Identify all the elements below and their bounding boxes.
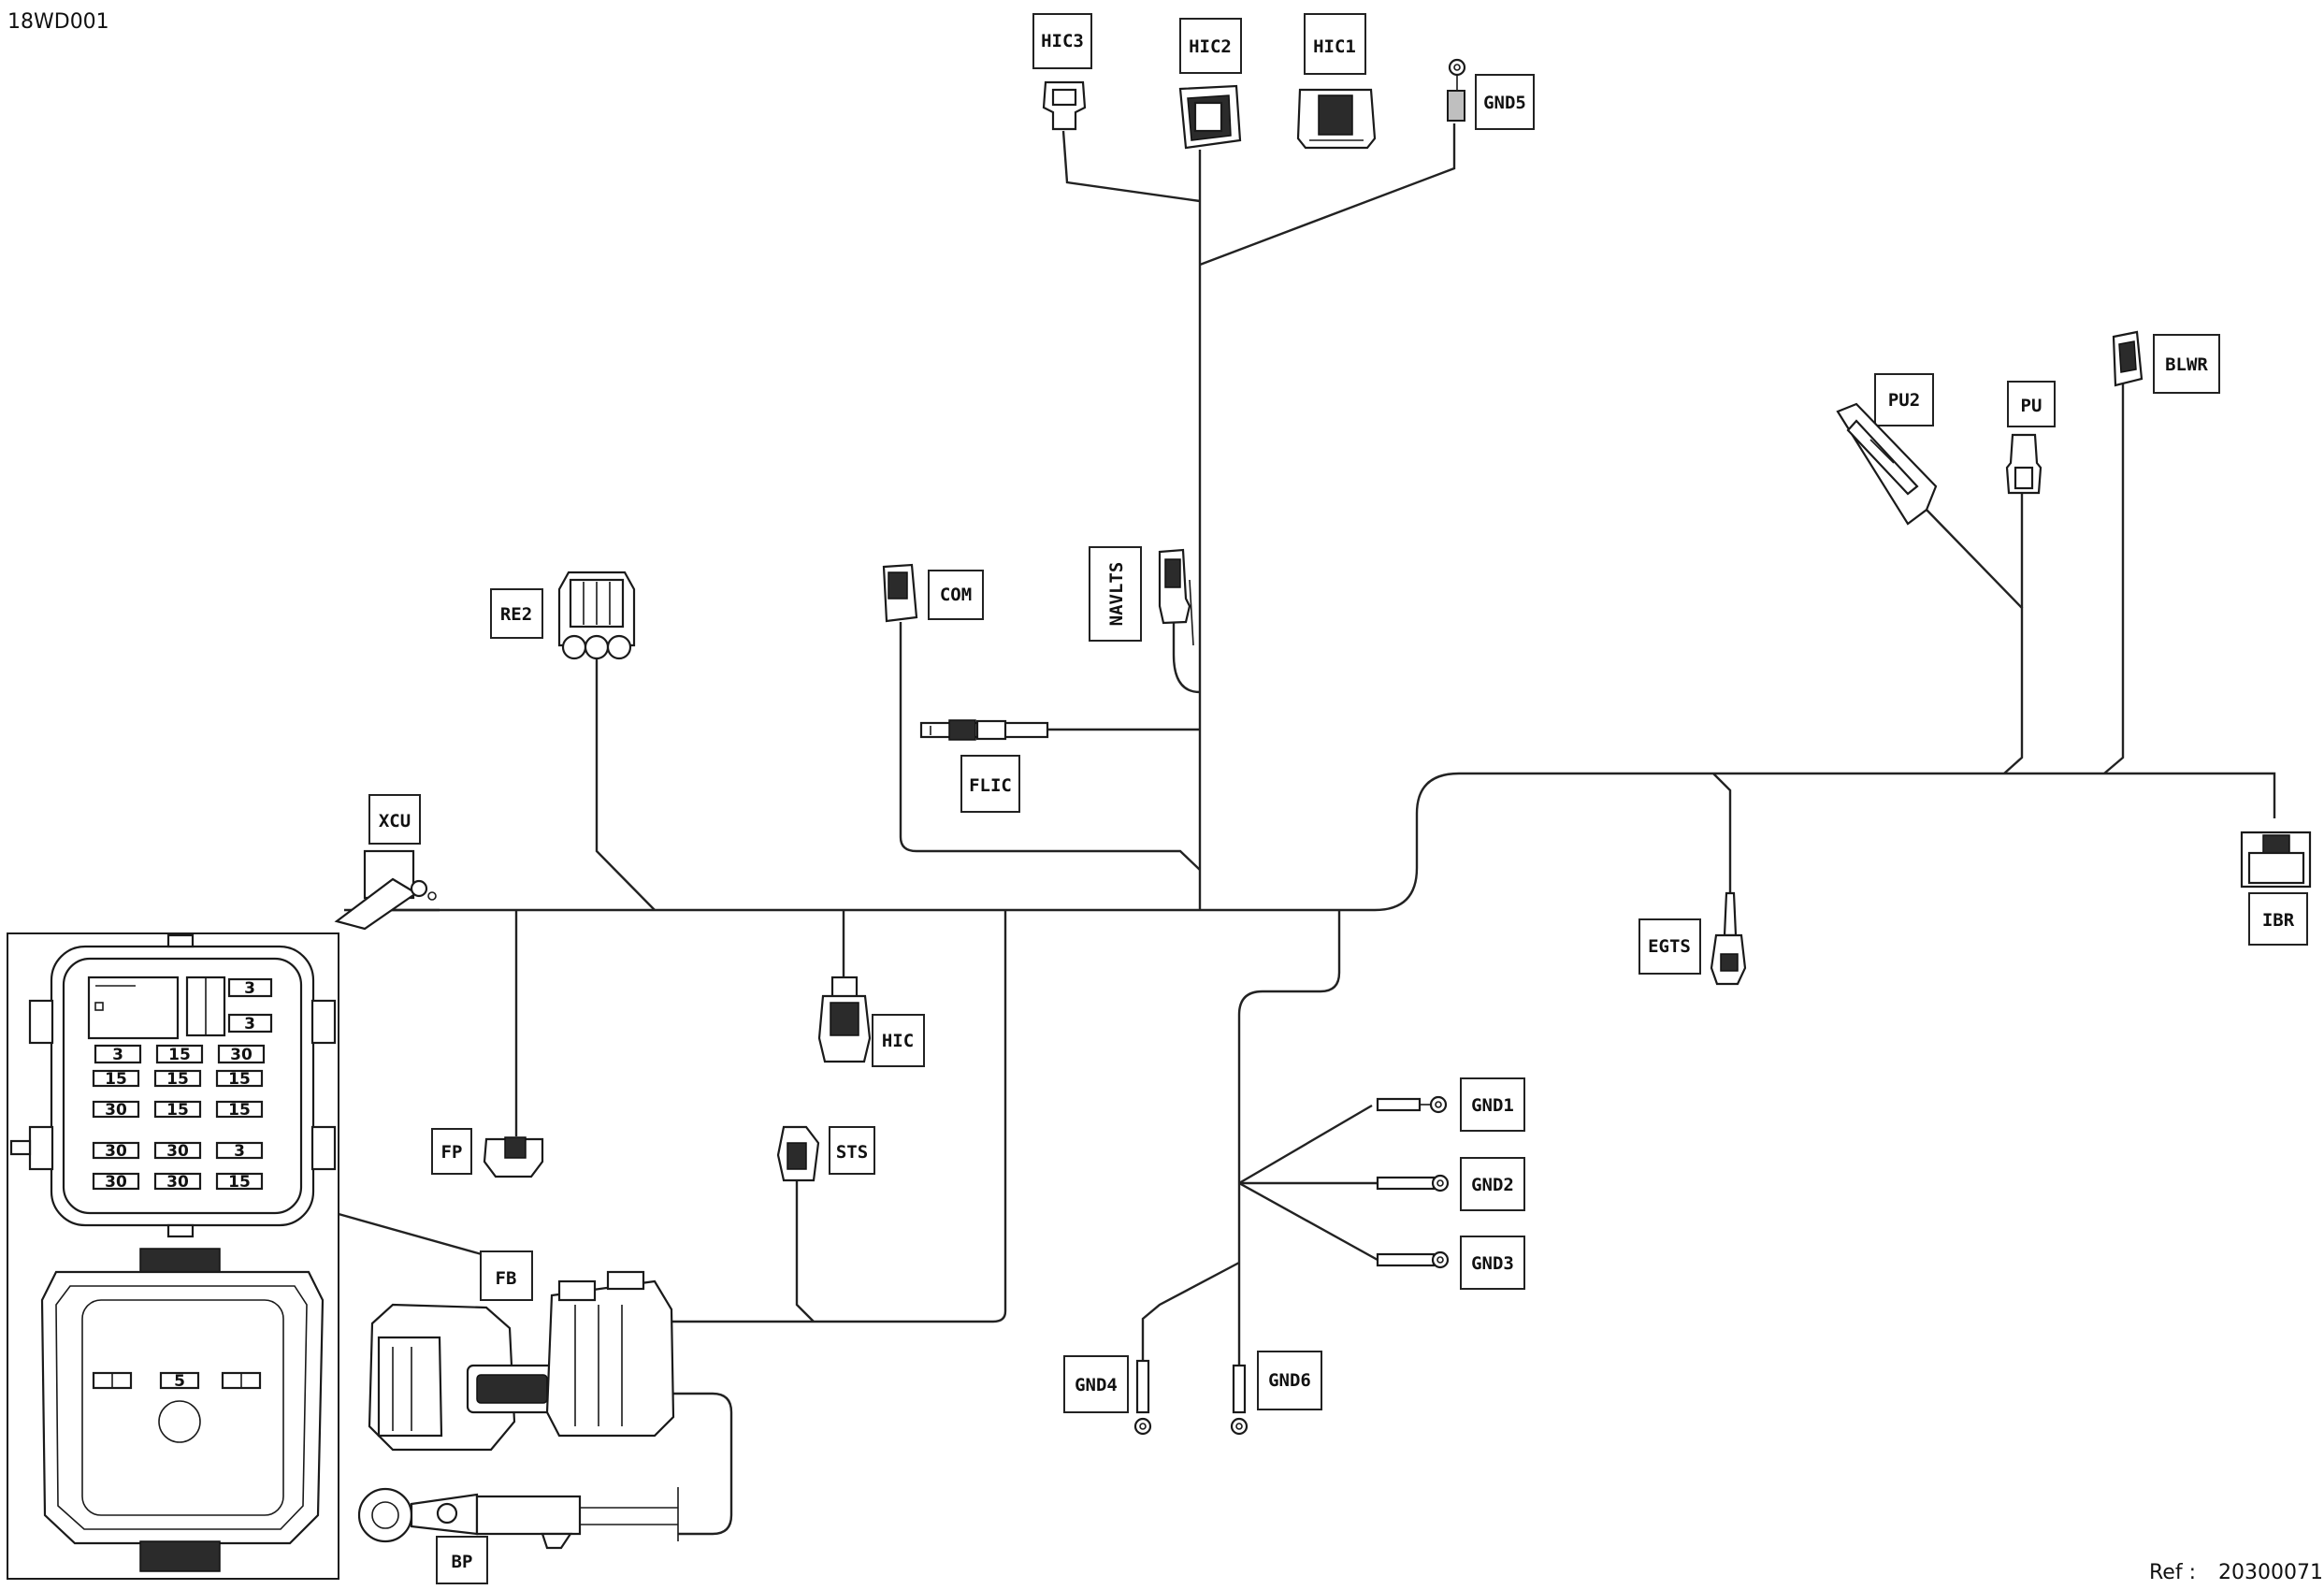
svg-text:30: 30 [105, 1142, 127, 1161]
svg-text:Ref :: Ref : [2149, 1561, 2196, 1584]
svg-text:NAVLTS: NAVLTS [1106, 562, 1127, 627]
svg-text:EGTS: EGTS [1648, 936, 1691, 957]
connector-pu: PU [2005, 381, 2056, 495]
svg-text:15: 15 [228, 1173, 251, 1192]
svg-text:GND2: GND2 [1471, 1175, 1514, 1195]
svg-text:HIC3: HIC3 [1041, 31, 1084, 51]
svg-text:GND6: GND6 [1268, 1370, 1311, 1391]
svg-text:FB: FB [496, 1268, 517, 1289]
svg-text:15: 15 [168, 1046, 191, 1064]
connector-com: COM [882, 563, 984, 623]
gnd2-ring-terminal-icon [1376, 1174, 1450, 1192]
connector-pu2: PU2 [1836, 373, 1938, 526]
flic-sensor-icon [919, 719, 1049, 741]
svg-text:15: 15 [228, 1070, 251, 1089]
connector-gnd1: GND1 [1376, 1077, 1525, 1132]
hic1-connector-icon [1296, 88, 1377, 150]
svg-text:BP: BP [452, 1552, 473, 1572]
hic3-connector-icon [1042, 80, 1087, 131]
connector-gnd6: GND6 [1230, 1351, 1322, 1436]
svg-text:GND5: GND5 [1483, 93, 1526, 113]
connector-fb: FB [368, 1250, 675, 1452]
svg-text:FLIC: FLIC [969, 775, 1012, 796]
svg-text:COM: COM [940, 585, 972, 605]
connector-ibr: IBR [2240, 831, 2312, 946]
svg-text:3: 3 [234, 1142, 245, 1161]
xcu-connector-icon [334, 849, 437, 931]
svg-text:30: 30 [166, 1173, 189, 1192]
svg-text:15: 15 [228, 1101, 251, 1120]
svg-text:5: 5 [174, 1372, 185, 1391]
svg-text:PU: PU [2021, 396, 2043, 416]
svg-text:3: 3 [244, 979, 255, 998]
ibr-connector-icon [2240, 831, 2312, 889]
connector-re2: RE2 [490, 571, 636, 660]
connector-hic1: HIC1 [1296, 13, 1377, 150]
gnd3-ring-terminal-icon [1376, 1250, 1450, 1269]
connector-hic: HIC [817, 976, 925, 1067]
connector-gnd5: GND5 [1447, 58, 1535, 130]
navlts-connector-icon [1158, 548, 1194, 646]
connector-hic3: HIC3 [1032, 13, 1092, 131]
svg-text:30: 30 [105, 1101, 127, 1120]
svg-text:15: 15 [166, 1101, 189, 1120]
svg-text:BLWR: BLWR [2165, 354, 2208, 375]
connector-bp: BP [357, 1487, 679, 1584]
egts-sensor-icon [1710, 891, 1747, 986]
svg-text:GND3: GND3 [1471, 1253, 1514, 1274]
hic-connector-icon [817, 976, 872, 1063]
connector-gnd4: GND4 [1063, 1355, 1152, 1436]
blwr-connector-icon [2112, 330, 2144, 387]
svg-text:IBR: IBR [2262, 910, 2295, 931]
reference: Ref : 203000710 [2149, 1561, 2324, 1584]
connector-blwr: BLWR [2112, 330, 2220, 394]
gnd6-ring-terminal-icon [1230, 1364, 1249, 1436]
bp-battery-terminal-icon [357, 1487, 679, 1550]
svg-text:STS: STS [836, 1142, 868, 1163]
svg-text:3: 3 [244, 1015, 255, 1034]
pu2-connector-icon [1836, 402, 1938, 526]
connector-flic: FLIC [919, 719, 1049, 813]
fuse-box-cover-view: 5 [40, 1248, 325, 1572]
connector-navlts: NAVLTS [1089, 546, 1194, 646]
fuse-box-panel: 3 3 3 15 30 15 15 15 30 15 15 [7, 932, 339, 1580]
gnd4-ring-terminal-icon [1133, 1359, 1152, 1436]
wire-harness [338, 123, 2276, 1536]
gnd5-ring-terminal-icon [1447, 58, 1466, 122]
gnd1-ring-terminal-icon [1376, 1095, 1448, 1114]
svg-text:RE2: RE2 [500, 604, 532, 625]
svg-text:HIC2: HIC2 [1189, 36, 1232, 57]
connector-fp: FP [431, 1128, 544, 1178]
svg-text:GND1: GND1 [1471, 1095, 1514, 1116]
connector-gnd3: GND3 [1376, 1236, 1525, 1290]
svg-text:15: 15 [105, 1070, 127, 1089]
connector-egts: EGTS [1638, 891, 1747, 986]
diagram-id: 18WD001 [7, 10, 109, 34]
svg-text:GND4: GND4 [1075, 1375, 1118, 1395]
connector-xcu: XCU [334, 794, 437, 931]
svg-text:HIC1: HIC1 [1313, 36, 1356, 57]
pu-connector-icon [2005, 433, 2043, 495]
fp-connector-icon [483, 1136, 544, 1178]
svg-text:30: 30 [166, 1142, 189, 1161]
fb-connector-block-icon [368, 1270, 675, 1452]
connector-sts: STS [776, 1125, 875, 1182]
sts-sensor-icon [776, 1125, 820, 1182]
svg-text:15: 15 [166, 1070, 189, 1089]
fuse-box-open-view: 3 3 3 15 30 15 15 15 30 15 15 [9, 933, 337, 1238]
hic2-connector-icon [1178, 84, 1242, 150]
svg-text:XCU: XCU [379, 811, 411, 831]
svg-text:203000710: 203000710 [2218, 1561, 2324, 1584]
re2-connector-icon [557, 571, 636, 660]
svg-text:FP: FP [441, 1142, 463, 1163]
svg-text:HIC: HIC [882, 1031, 914, 1051]
svg-text:30: 30 [230, 1046, 253, 1064]
connector-hic2: HIC2 [1178, 18, 1242, 150]
svg-text:30: 30 [105, 1173, 127, 1192]
com-connector-icon [882, 563, 918, 623]
svg-text:PU2: PU2 [1888, 390, 1920, 411]
connector-gnd2: GND2 [1376, 1157, 1525, 1211]
svg-text:3: 3 [112, 1046, 123, 1064]
